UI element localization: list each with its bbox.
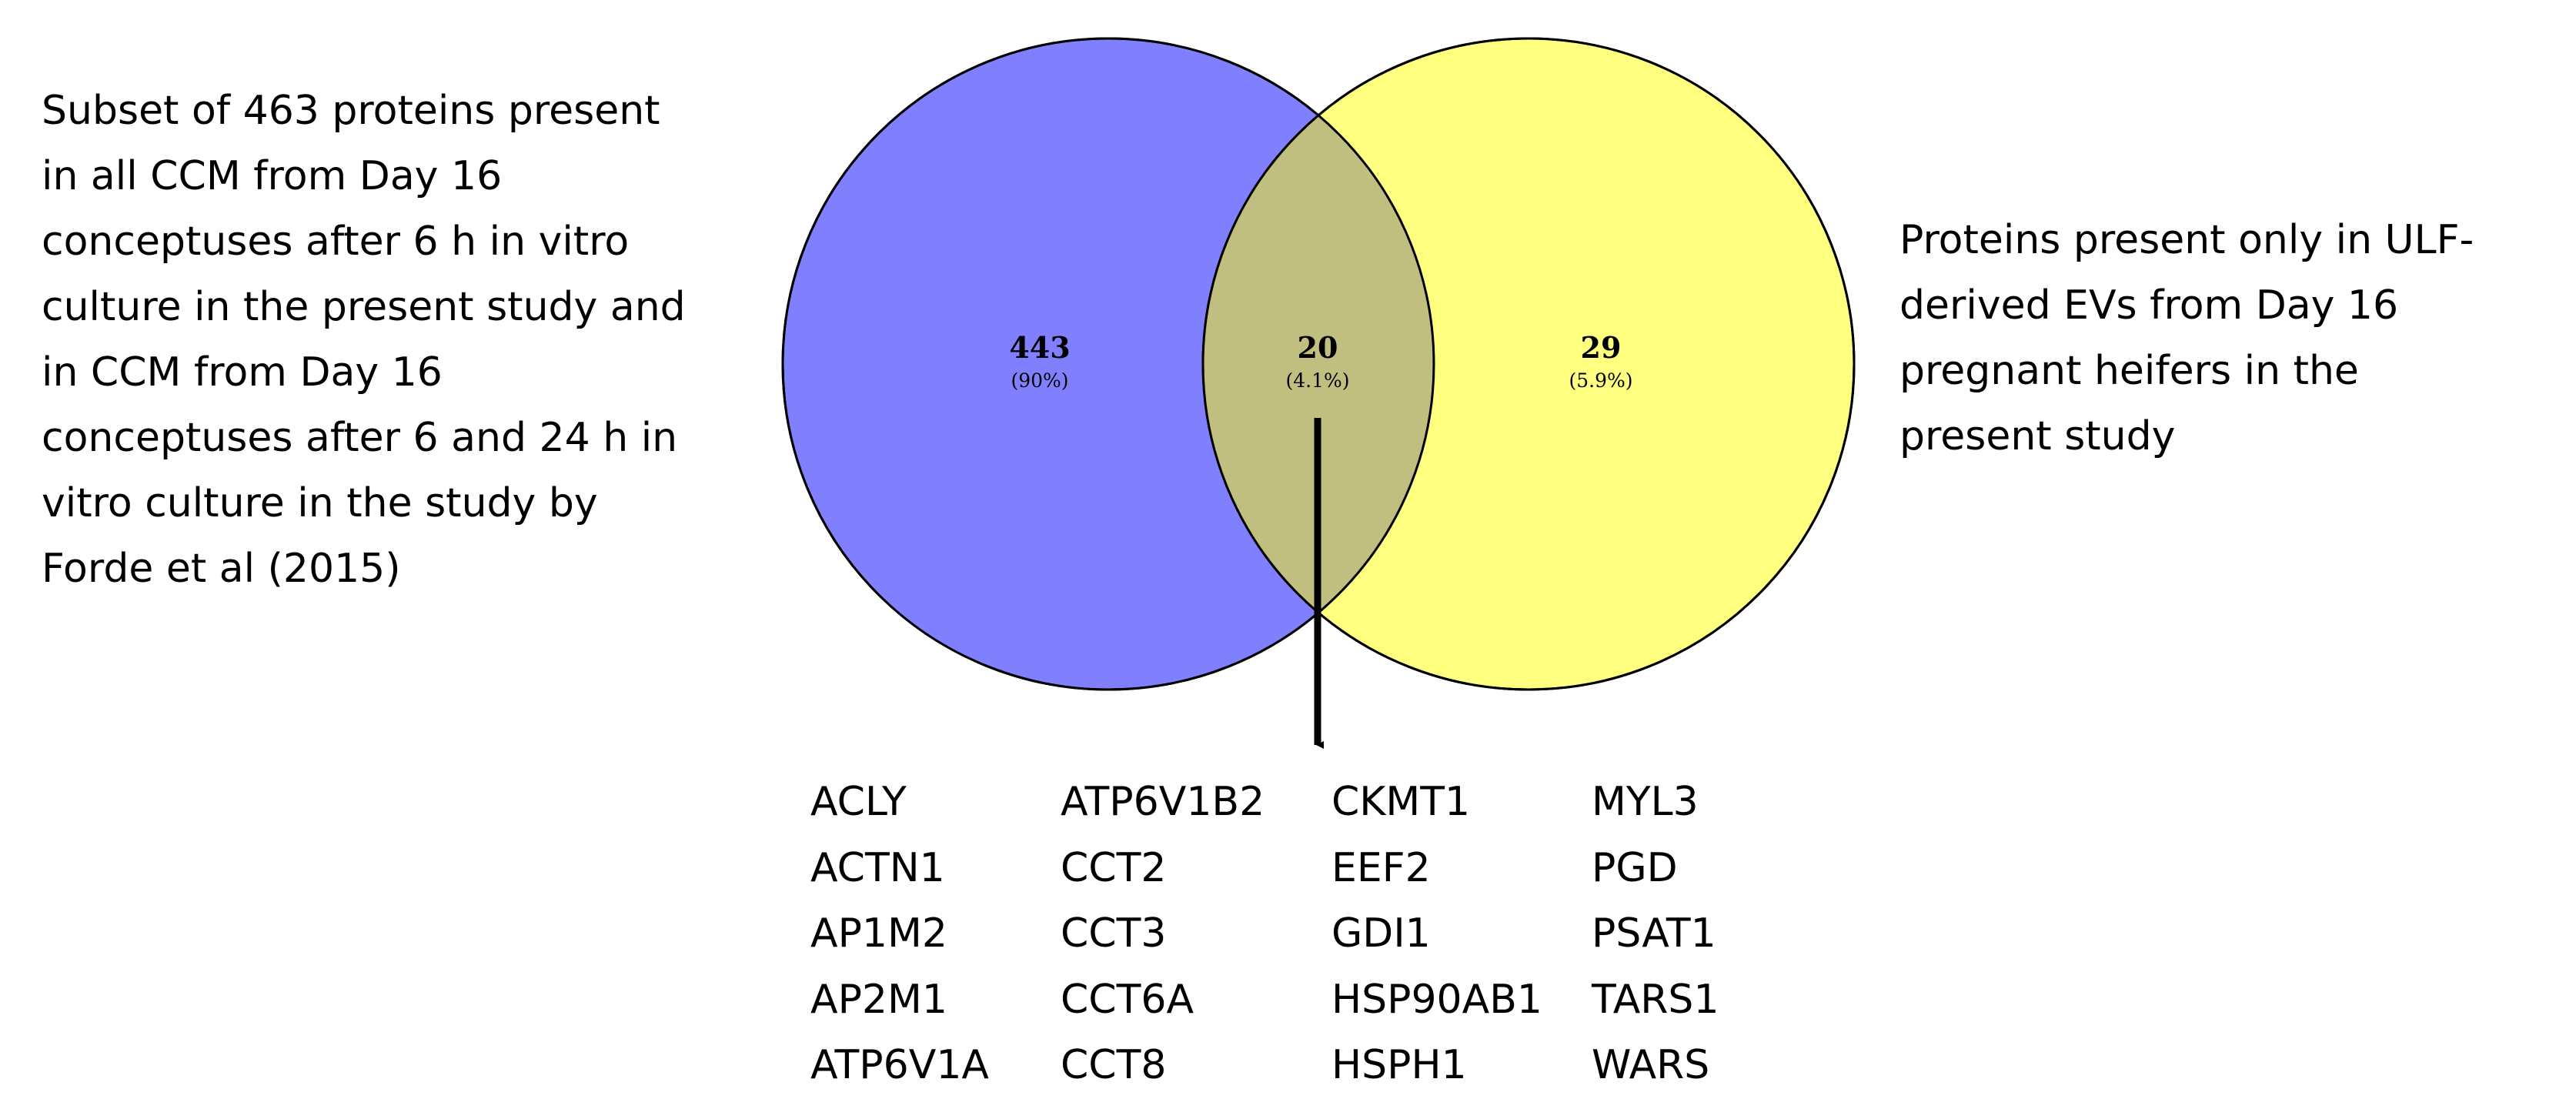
gene-name: PGD (1592, 844, 1678, 891)
gene-name: ACLY (810, 779, 907, 825)
left-only-percent: (90%) (1011, 369, 1068, 392)
gene-name: GDI1 (1331, 910, 1431, 957)
left-set-outline (781, 37, 1435, 691)
gene-name: ATP6V1B2 (1061, 779, 1265, 825)
right-only-count: 29 (1581, 330, 1622, 365)
gene-name: ACTN1 (810, 844, 945, 891)
left-description-line: Forde et al (2015) (42, 546, 401, 592)
gene-name: CCT2 (1061, 844, 1167, 891)
gene-name: HSP90AB1 (1331, 976, 1542, 1023)
left-only-count: 443 (1009, 330, 1070, 365)
gene-name: HSPH1 (1331, 1042, 1467, 1088)
left-description-line: in all CCM from Day 16 (42, 153, 503, 199)
gene-name: MYL3 (1592, 779, 1699, 825)
left-description-line: vitro culture in the study by (42, 480, 598, 526)
gene-name: CCT8 (1061, 1042, 1167, 1088)
gene-name: CCT6A (1061, 976, 1194, 1023)
gene-list-column: ATP6V1B2 CCT2 CCT3 CCT6A CCT8 (1061, 770, 1265, 1099)
left-description-line: in CCM from Day 16 (42, 349, 443, 396)
right-set-outline (1201, 37, 1856, 691)
overlap-percent: (4.1%) (1285, 369, 1349, 392)
gene-name: PSAT1 (1592, 910, 1716, 957)
right-description-line: Proteins present only in ULF- (1899, 217, 2474, 263)
right-description-line: derived EVs from Day 16 (1899, 282, 2399, 329)
left-description-line: Subset of 463 proteins present (42, 88, 660, 134)
overlap-count: 20 (1298, 330, 1338, 365)
right-only-percent: (5.9%) (1569, 369, 1632, 392)
left-description-line: conceptuses after 6 h in vitro (42, 219, 630, 265)
left-set-description: Subset of 463 proteins present in all CC… (42, 78, 686, 602)
gene-list-column: ACLY ACTN1 AP1M2 AP2M1 ATP6V1A (810, 770, 989, 1099)
gene-name: TARS1 (1592, 976, 1719, 1023)
gene-list-column: MYL3 PGD PSAT1 TARS1 WARS (1592, 770, 1719, 1099)
gene-name: AP1M2 (810, 910, 947, 957)
right-set-description: Proteins present only in ULF- derived EV… (1899, 208, 2474, 469)
gene-name: AP2M1 (810, 976, 947, 1023)
gene-name: WARS (1592, 1042, 1710, 1088)
left-description-line: conceptuses after 6 and 24 h in (42, 415, 678, 461)
right-description-line: pregnant heifers in the (1899, 348, 2359, 394)
gene-name: EEF2 (1331, 844, 1431, 891)
gene-name: ATP6V1A (810, 1042, 989, 1088)
gene-list-column: CKMT1 EEF2 GDI1 HSP90AB1 HSPH1 (1331, 770, 1542, 1099)
gene-name: CKMT1 (1331, 779, 1471, 825)
left-description-line: culture in the present study and (42, 284, 686, 330)
gene-name: CCT3 (1061, 910, 1167, 957)
overlap-region (1203, 38, 1434, 690)
right-description-line: present study (1899, 413, 2176, 459)
